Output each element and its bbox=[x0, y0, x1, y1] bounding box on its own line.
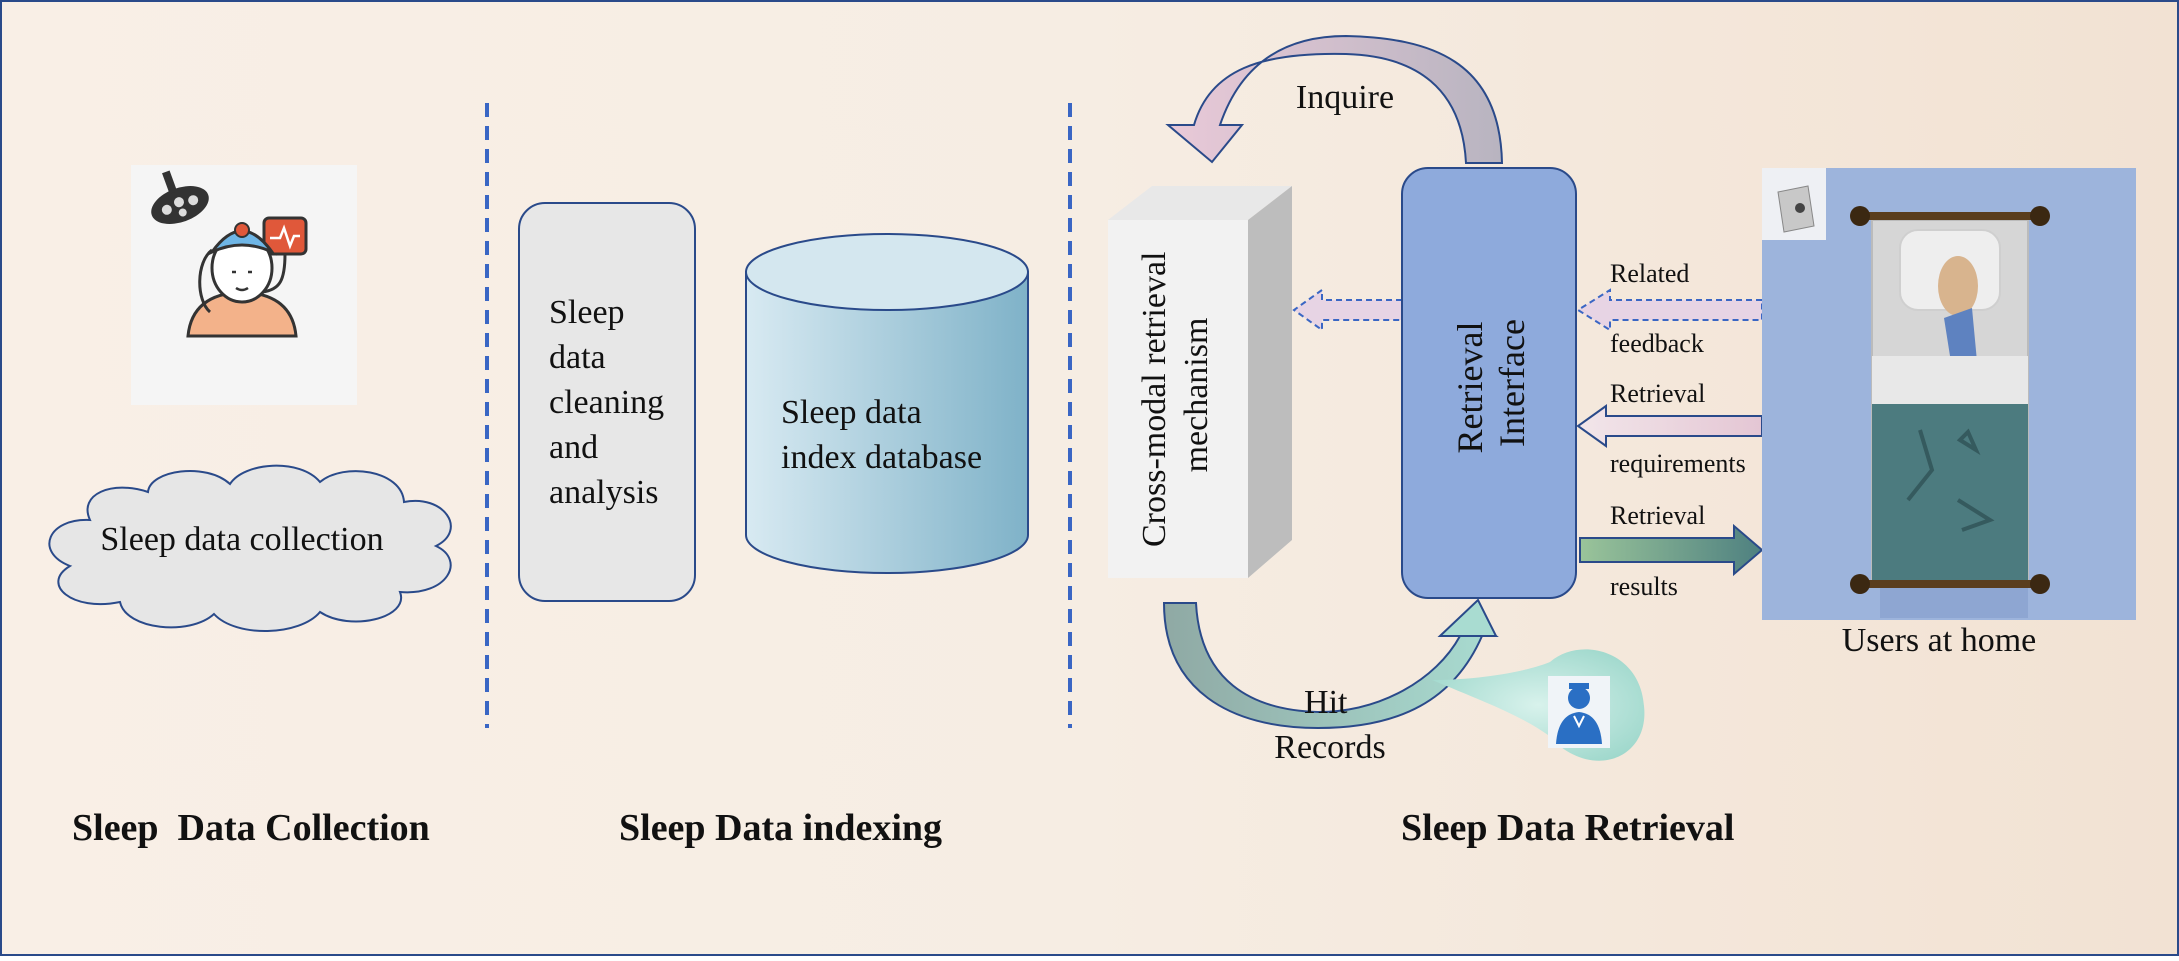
mechanism-line: Cross-modal retrieval bbox=[1136, 251, 1173, 547]
section-title-retrieval: Sleep Data Retrieval bbox=[1401, 807, 1734, 849]
eeg-patient-icon bbox=[131, 165, 357, 405]
related-feedback-line: Related bbox=[1610, 259, 1689, 288]
smart-speaker-icon bbox=[1762, 168, 1826, 240]
retrieval-results-line: Retrieval bbox=[1610, 501, 1705, 530]
cleaning-line: cleaning bbox=[549, 384, 664, 421]
bedroom-illustration: Users at home bbox=[1762, 168, 2136, 659]
section-title-indexing: Sleep Data indexing bbox=[619, 807, 942, 849]
hit-records-arrow: Hit Records bbox=[1162, 598, 1499, 766]
retrieval-results-arrow: Retrieval results bbox=[1579, 501, 1764, 601]
inquire-arrow: Inquire bbox=[1165, 34, 1504, 164]
index-database-cylinder: Sleep data index database bbox=[745, 233, 1029, 574]
doctor-bubble bbox=[1432, 649, 1645, 761]
retrieval-requirements-line: Retrieval bbox=[1610, 379, 1705, 408]
related-feedback-arrow: Related feedback bbox=[1576, 259, 1763, 358]
related-feedback-line: feedback bbox=[1610, 329, 1704, 358]
retrieval-requirements-line: requirements bbox=[1610, 449, 1746, 478]
cleaning-line: analysis bbox=[549, 474, 659, 511]
hit-records-line: Hit bbox=[1304, 684, 1348, 721]
forward-dashed-arrow bbox=[1292, 288, 1403, 332]
cleaning-label: Sleep data cleaning and analysis bbox=[549, 294, 673, 511]
collection-cloud: Sleep data collection bbox=[48, 464, 452, 632]
database-line: index database bbox=[781, 439, 982, 476]
mechanism-line: mechanism bbox=[1178, 318, 1215, 473]
cloud-label: Sleep data collection bbox=[100, 521, 383, 558]
cleaning-line: and bbox=[549, 429, 598, 466]
cleaning-analysis-box: Sleep data cleaning and analysis bbox=[518, 202, 696, 602]
database-line: Sleep data bbox=[781, 394, 922, 431]
retrieval-results-line: results bbox=[1610, 572, 1678, 601]
cleaning-line: Sleep bbox=[549, 294, 625, 331]
users-label: Users at home bbox=[1842, 622, 2037, 659]
hit-records-label: Hit Records bbox=[1274, 684, 1385, 766]
retrieval-requirements-arrow: Retrieval requirements bbox=[1576, 379, 1763, 478]
inquire-label: Inquire bbox=[1296, 79, 1394, 116]
retrieval-interface-box: Retrieval Interface bbox=[1401, 167, 1577, 599]
interface-line: Interface bbox=[1492, 319, 1532, 447]
hit-records-line: Records bbox=[1274, 729, 1385, 766]
doctor-icon bbox=[1556, 683, 1602, 744]
database-label: Sleep data index database bbox=[781, 394, 982, 476]
mechanism-label: Cross-modal retrieval mechanism bbox=[1136, 243, 1215, 547]
cross-modal-mechanism-block: Cross-modal retrieval mechanism bbox=[1108, 186, 1292, 578]
section-title-collection: Sleep Data Collection bbox=[72, 807, 430, 849]
interface-line: Retrieval bbox=[1450, 322, 1490, 454]
cleaning-line: data bbox=[549, 339, 606, 376]
interface-label: Retrieval Interface bbox=[1450, 313, 1532, 454]
